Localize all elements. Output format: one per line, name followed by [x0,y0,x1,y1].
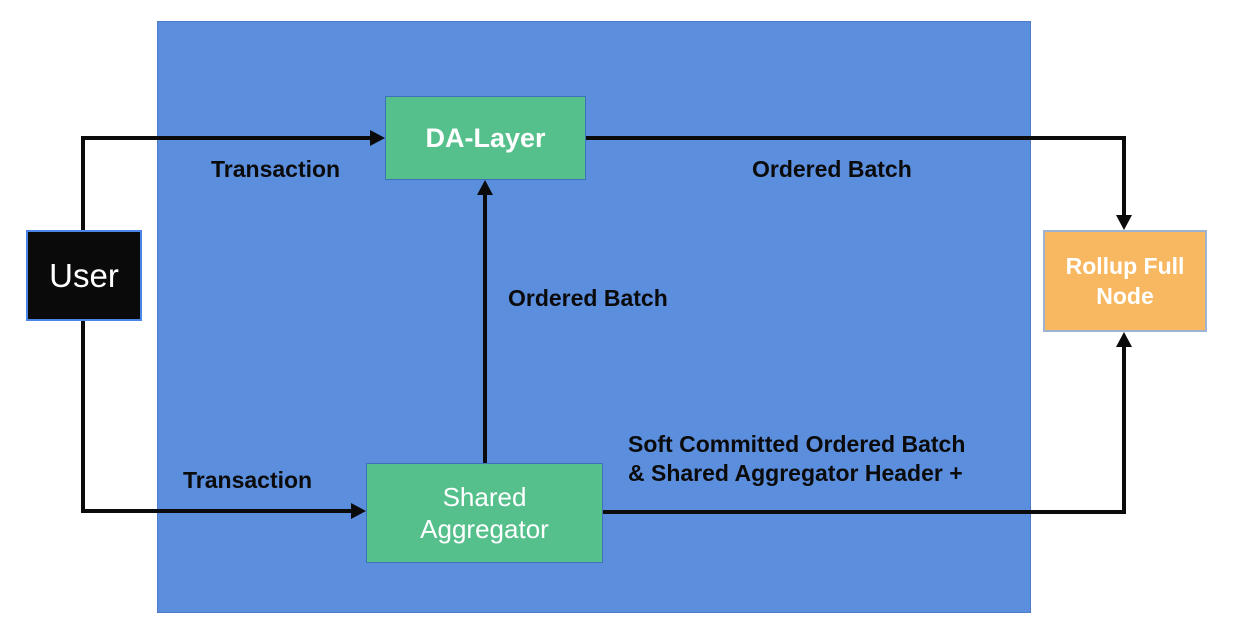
edge-label-transaction-bottom: Transaction [183,467,313,493]
node-rollup-full-node: Rollup Full Node [1043,230,1207,332]
node-da-layer: DA-Layer [385,96,586,180]
node-shared-aggregator: Shared Aggregator [366,463,603,563]
edge-label-ordered-batch-middle: Ordered Batch [508,285,668,311]
node-user-label: User [49,256,119,294]
edge-label-ordered-batch-top: Ordered Batch [752,156,912,182]
node-da-layer-label: DA-Layer [425,122,546,153]
node-rollup-full-node-label: Rollup Full Node [1065,253,1185,309]
node-shared-aggregator-label: Shared Aggregator [420,482,549,544]
edge-label-transaction-top: Transaction [211,156,341,182]
node-user: User [26,230,142,321]
edge-label-soft-committed-ordered-batch: Soft Committed Ordered Batch & Shared Ag… [628,431,966,486]
